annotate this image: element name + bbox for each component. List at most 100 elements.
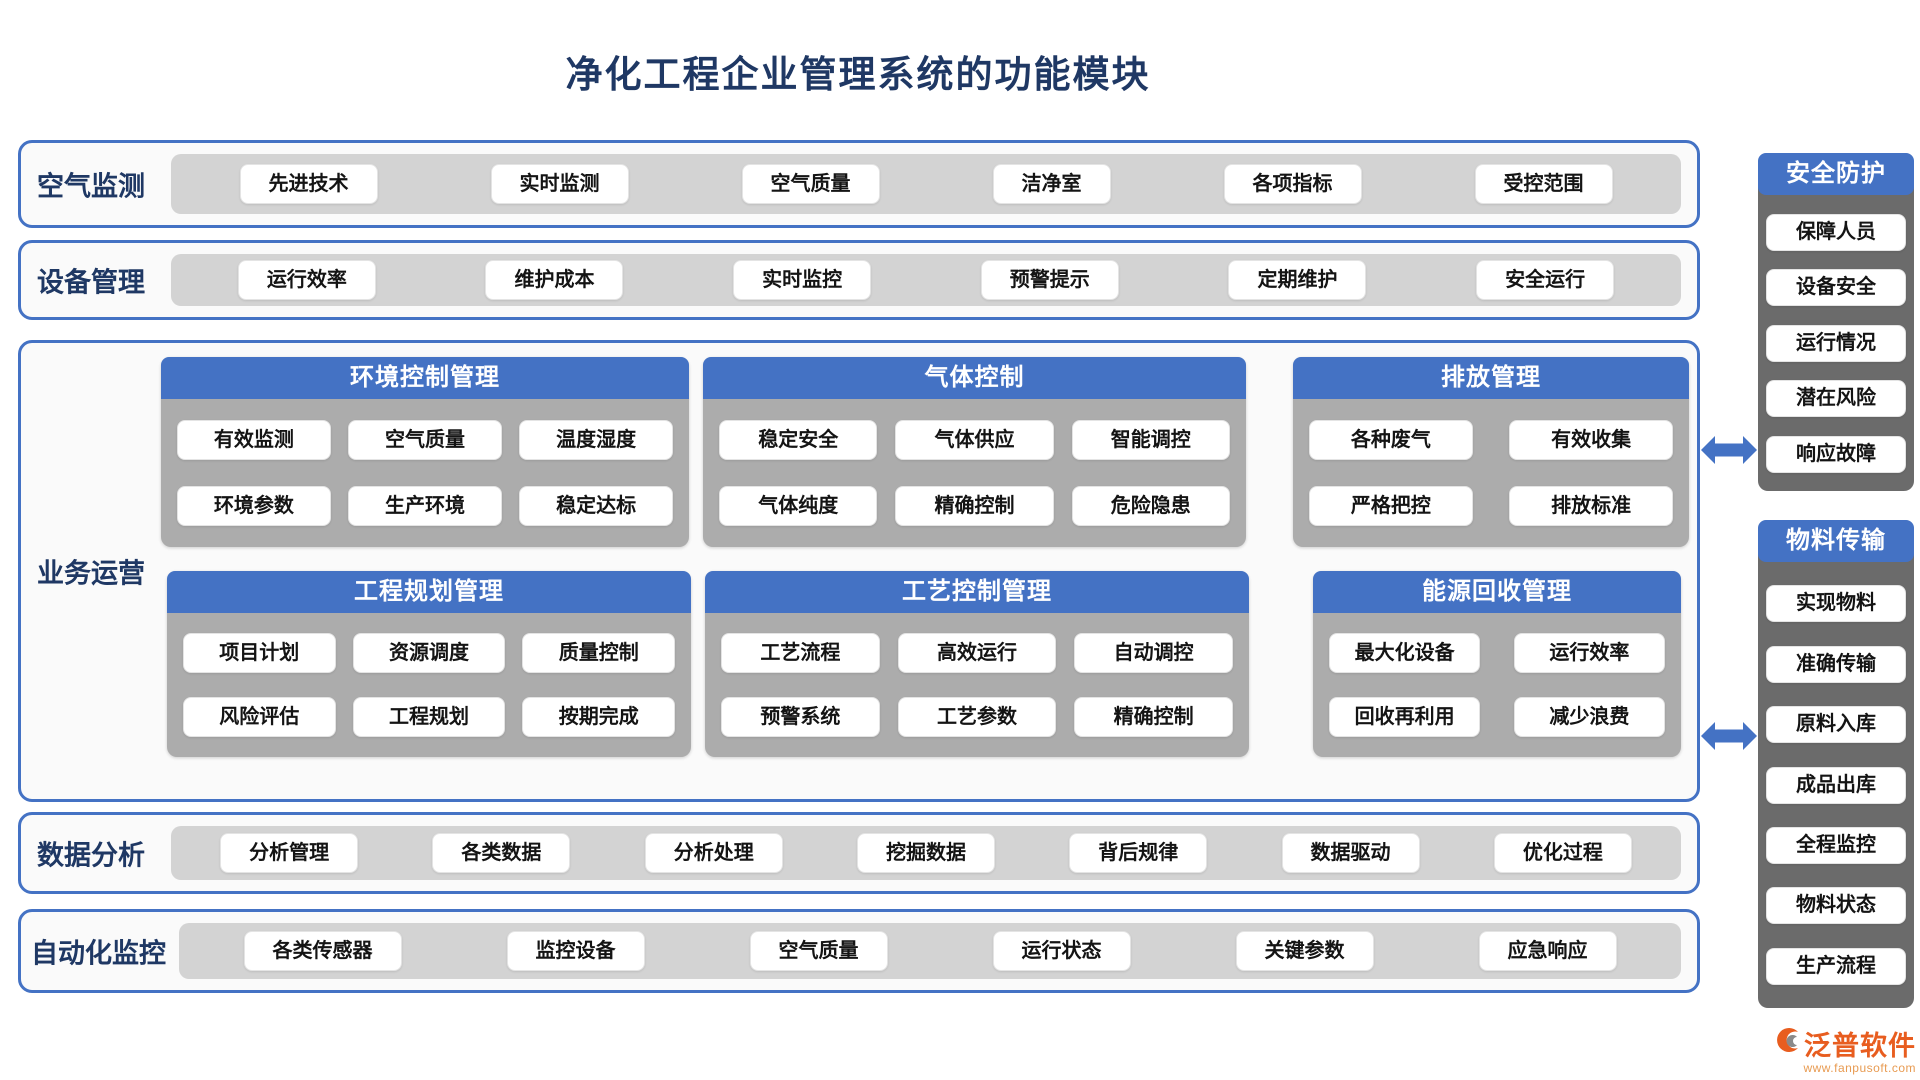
fanpu-brand-logo[interactable]: 泛普软件 www.fanpusoft.com	[1748, 1024, 1916, 1075]
feature-button[interactable]: 工程规划	[352, 697, 506, 737]
sidebar-body: 保障人员设备安全运行情况潜在风险响应故障	[1758, 195, 1914, 491]
feature-button[interactable]: 实现物料	[1766, 585, 1906, 623]
feature-button[interactable]: 原料入库	[1766, 706, 1906, 744]
feature-button[interactable]: 风险评估	[183, 697, 336, 737]
feature-button[interactable]: 稳定达标	[519, 486, 673, 526]
panel-emission-management: 排放管理 各种废气有效收集严格把控排放标准	[1293, 357, 1689, 547]
panel-title: 工艺控制管理	[705, 571, 1249, 613]
feature-button[interactable]: 各类数据	[432, 833, 571, 873]
feature-button[interactable]: 按期完成	[522, 697, 675, 737]
feature-button[interactable]: 实时监控	[733, 260, 872, 300]
feature-button[interactable]: 运行情况	[1766, 324, 1906, 362]
feature-button[interactable]: 优化过程	[1493, 833, 1632, 873]
brand-name: 泛普软件	[1804, 1031, 1916, 1061]
feature-button[interactable]: 预警系统	[721, 697, 880, 737]
section-label: 空气监测	[37, 171, 145, 202]
feature-button[interactable]: 温度湿度	[519, 420, 673, 460]
feature-button[interactable]: 严格把控	[1309, 486, 1473, 526]
feature-button[interactable]: 生产环境	[348, 486, 502, 526]
section-business-operations: 业务运营 环境控制管理 有效监测空气质量温度湿度环境参数生产环境稳定达标 气体控…	[18, 340, 1700, 802]
feature-button[interactable]: 工艺参数	[897, 697, 1057, 737]
feature-button[interactable]: 最大化设备	[1329, 633, 1481, 673]
fanpu-swoosh-icon	[1774, 1028, 1800, 1059]
double-arrow-icon	[1701, 719, 1757, 753]
feature-button[interactable]: 高效运行	[897, 633, 1057, 673]
button-strip: 运行效率 维护成本 实时监控 预警提示 定期维护 安全运行	[171, 254, 1681, 306]
feature-button[interactable]: 关键参数	[1235, 931, 1374, 971]
feature-button[interactable]: 数据驱动	[1281, 833, 1420, 873]
panel-body: 有效监测空气质量温度湿度环境参数生产环境稳定达标	[161, 399, 689, 547]
panel-body: 工艺流程高效运行自动调控预警系统工艺参数精确控制	[705, 613, 1249, 757]
section-label: 设备管理	[37, 267, 145, 298]
feature-button[interactable]: 受控范围	[1474, 164, 1613, 204]
sidebar-security-protection: 安全防护 保障人员设备安全运行情况潜在风险响应故障	[1758, 153, 1914, 491]
feature-button[interactable]: 工艺流程	[721, 633, 880, 673]
feature-button[interactable]: 准确传输	[1766, 645, 1906, 683]
panel-title: 能源回收管理	[1313, 571, 1681, 613]
feature-button[interactable]: 各项指标	[1223, 164, 1362, 204]
feature-button[interactable]: 成品出库	[1766, 766, 1906, 804]
sidebar-material-transport: 物料传输 实现物料准确传输原料入库成品出库全程监控物料状态生产流程	[1758, 520, 1914, 1008]
feature-button[interactable]: 减少浪费	[1513, 697, 1665, 737]
feature-button[interactable]: 排放标准	[1509, 486, 1673, 526]
feature-button[interactable]: 应急响应	[1478, 931, 1617, 971]
feature-button[interactable]: 环境参数	[177, 486, 331, 526]
feature-button[interactable]: 空气质量	[749, 931, 888, 971]
feature-button[interactable]: 各类传感器	[243, 931, 402, 971]
feature-button[interactable]: 有效监测	[177, 420, 331, 460]
panel-title: 工程规划管理	[167, 571, 691, 613]
feature-button[interactable]: 预警提示	[980, 260, 1119, 300]
section-label: 业务运营	[37, 558, 145, 589]
feature-button[interactable]: 洁净室	[992, 164, 1111, 204]
button-strip: 分析管理 各类数据 分析处理 挖掘数据 背后规律 数据驱动 优化过程	[171, 826, 1681, 880]
feature-button[interactable]: 资源调度	[352, 633, 506, 673]
feature-button[interactable]: 有效收集	[1509, 420, 1673, 460]
feature-button[interactable]: 精确控制	[895, 486, 1054, 526]
feature-button[interactable]: 分析管理	[220, 833, 359, 873]
panel-gas-control: 气体控制 稳定安全气体供应智能调控气体纯度精确控制危险隐患	[703, 357, 1246, 547]
feature-button[interactable]: 气体供应	[895, 420, 1054, 460]
feature-button[interactable]: 危险隐患	[1071, 486, 1230, 526]
feature-button[interactable]: 空气质量	[348, 420, 502, 460]
feature-button[interactable]: 背后规律	[1069, 833, 1208, 873]
panel-body: 最大化设备运行效率回收再利用减少浪费	[1313, 613, 1681, 757]
section-label: 数据分析	[37, 840, 145, 871]
feature-button[interactable]: 气体纯度	[719, 486, 878, 526]
feature-button[interactable]: 运行效率	[237, 260, 376, 300]
section-label: 自动化监控	[31, 938, 166, 969]
section-automation-monitoring: 自动化监控 各类传感器 监控设备 空气质量 运行状态 关键参数 应急响应	[18, 909, 1700, 993]
feature-button[interactable]: 安全运行	[1476, 260, 1615, 300]
feature-button[interactable]: 实时监测	[490, 164, 629, 204]
feature-button[interactable]: 精确控制	[1074, 697, 1233, 737]
panel-body: 项目计划资源调度质量控制风险评估工程规划按期完成	[167, 613, 691, 757]
feature-button[interactable]: 物料状态	[1766, 887, 1906, 925]
feature-button[interactable]: 运行效率	[1513, 633, 1665, 673]
feature-button[interactable]: 保障人员	[1766, 213, 1906, 251]
feature-button[interactable]: 生产流程	[1766, 947, 1906, 985]
feature-button[interactable]: 回收再利用	[1329, 697, 1481, 737]
feature-button[interactable]: 设备安全	[1766, 269, 1906, 306]
feature-button[interactable]: 自动调控	[1074, 633, 1233, 673]
sidebar-title: 安全防护	[1758, 153, 1914, 195]
feature-button[interactable]: 质量控制	[522, 633, 675, 673]
feature-button[interactable]: 全程监控	[1766, 826, 1906, 864]
feature-button[interactable]: 维护成本	[485, 260, 624, 300]
feature-button[interactable]: 空气质量	[741, 164, 880, 204]
panel-process-control: 工艺控制管理 工艺流程高效运行自动调控预警系统工艺参数精确控制	[705, 571, 1249, 757]
panel-energy-recovery: 能源回收管理 最大化设备运行效率回收再利用减少浪费	[1313, 571, 1681, 757]
panel-title: 气体控制	[703, 357, 1246, 399]
feature-button[interactable]: 响应故障	[1766, 435, 1906, 473]
brand-website: www.fanpusoft.com	[1803, 1061, 1916, 1075]
feature-button[interactable]: 挖掘数据	[856, 833, 995, 873]
feature-button[interactable]: 各种废气	[1309, 420, 1473, 460]
feature-button[interactable]: 稳定安全	[719, 420, 878, 460]
feature-button[interactable]: 智能调控	[1071, 420, 1230, 460]
feature-button[interactable]: 先进技术	[239, 164, 378, 204]
feature-button[interactable]: 监控设备	[506, 931, 645, 971]
feature-button[interactable]: 分析处理	[644, 833, 783, 873]
button-strip: 各类传感器 监控设备 空气质量 运行状态 关键参数 应急响应	[179, 923, 1681, 979]
feature-button[interactable]: 潜在风险	[1766, 380, 1906, 417]
feature-button[interactable]: 项目计划	[183, 633, 336, 673]
feature-button[interactable]: 定期维护	[1228, 260, 1367, 300]
feature-button[interactable]: 运行状态	[992, 931, 1131, 971]
